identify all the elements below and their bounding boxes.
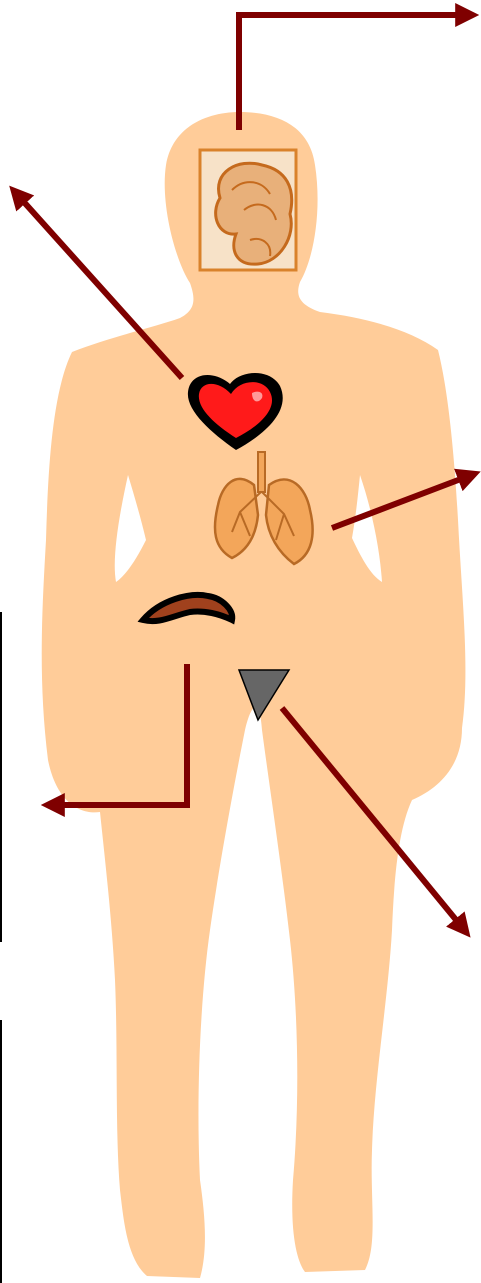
left-edge-divider-lower (0, 1020, 2, 1283)
left-edge-divider-upper (0, 612, 2, 942)
brain-arrow (239, 15, 472, 130)
brain-icon (200, 150, 296, 270)
